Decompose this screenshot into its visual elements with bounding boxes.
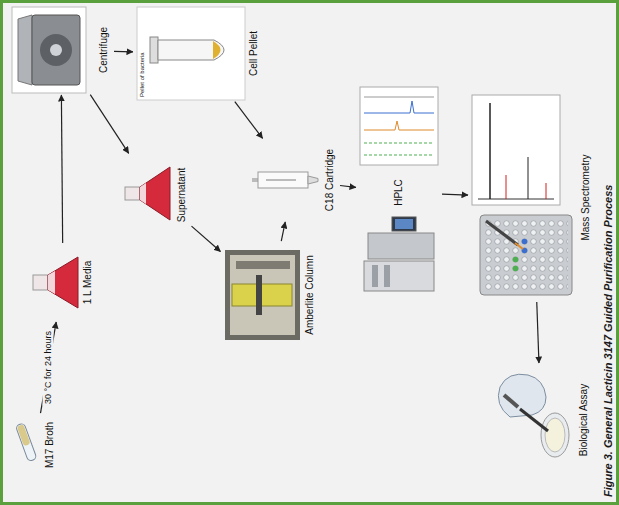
flow-arrow: [192, 226, 221, 251]
step-node: Supernatant: [122, 155, 190, 235]
step-label: Centrifuge: [98, 27, 110, 73]
step-label: 1 L Media: [82, 261, 94, 305]
supernatant-flask: [125, 167, 170, 220]
step-label: Mass Spectrometry: [580, 154, 592, 240]
maldi-plate: [480, 215, 572, 295]
step-node: HPLC: [358, 85, 440, 300]
media-flask: [33, 257, 78, 308]
edge-label: 30 °C for 24 hours: [43, 329, 54, 406]
flow-arrow: [537, 302, 539, 363]
flow-arrow: [41, 322, 57, 413]
flow-arrow: [235, 102, 263, 139]
step-label: HPLC: [393, 179, 405, 206]
step-node: Centrifuge: [10, 7, 112, 93]
step-node: C18 Cartridge: [250, 140, 338, 220]
flow-arrow: [442, 194, 468, 196]
step-node: M17 Broth: [12, 415, 58, 475]
step-node: Mass Spectrometry: [470, 95, 596, 300]
step-node: Biological Assay: [490, 365, 592, 475]
cell-pellet-picture: [137, 7, 245, 100]
step-node: Cell Pellet: [135, 7, 262, 100]
step-label: Amberlite Column: [304, 255, 316, 334]
centrifuge-picture: [12, 7, 86, 93]
figure-caption: Figure 3. General Lacticin 3147 Guided P…: [602, 185, 615, 497]
step-label: Biological Assay: [578, 384, 590, 456]
flow-arrow: [114, 51, 133, 53]
step-node: Amberlite Column: [222, 243, 318, 347]
step-label: Cell Pellet: [248, 31, 260, 76]
flow-arrow: [281, 222, 285, 241]
step-label: M17 Broth: [44, 422, 56, 468]
amberlite-column-photo: [225, 250, 300, 340]
c18-cartridge: [252, 172, 318, 188]
mass-spectrum: [472, 95, 560, 205]
flow-arrow: [90, 95, 128, 154]
test-tube: [15, 423, 36, 462]
biological-assay-picture: [498, 374, 569, 457]
figure-label: Pellet of bacteria: [139, 52, 146, 97]
hplc-instrument: [364, 217, 434, 291]
chromatogram: [360, 87, 438, 165]
step-node: 1 L Media: [30, 245, 96, 320]
step-label: C18 Cartridge: [324, 149, 336, 211]
flow-arrow: [340, 185, 356, 187]
step-label: Supernatant: [176, 168, 188, 223]
flow-arrow: [61, 95, 62, 243]
